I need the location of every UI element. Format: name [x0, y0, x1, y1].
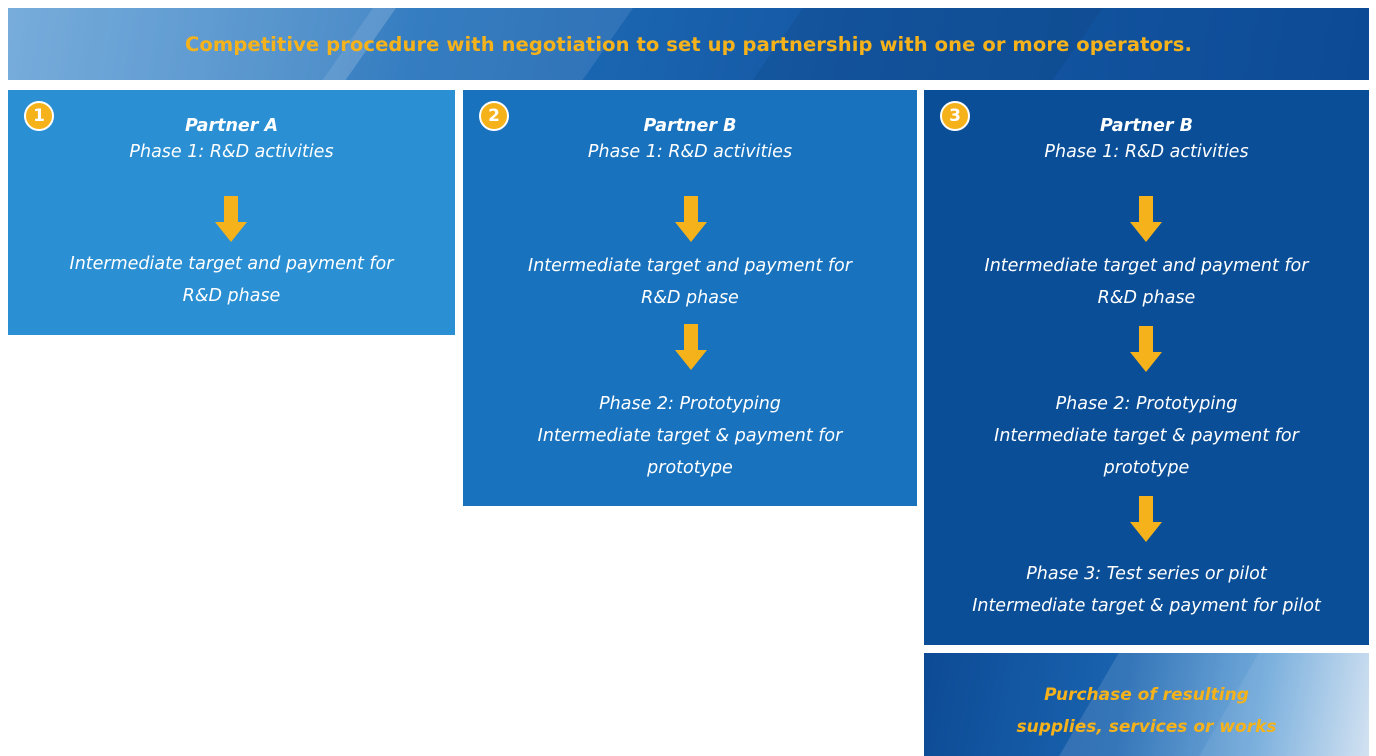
purchase-text: Purchase of resulting supplies, services… [924, 679, 1369, 743]
target1-line1: Intermediate target and payment for [528, 256, 852, 276]
phase2-label: Phase 2: Prototyping [599, 394, 781, 414]
option-column-1: 1 Partner A Phase 1: R&D activities Inte… [8, 90, 455, 335]
option-column-2: 2 Partner B Phase 1: R&D activities Inte… [463, 90, 917, 506]
target2-line1: Intermediate target & payment for [537, 426, 843, 446]
down-arrow-icon [675, 324, 707, 370]
down-arrow-icon [1130, 196, 1162, 242]
partner-label: Partner B [643, 116, 737, 136]
down-arrow-icon [1130, 326, 1162, 372]
down-arrow-icon [215, 196, 247, 242]
purchase-line1: Purchase of resulting [1044, 685, 1249, 705]
phase1-label: Phase 1: R&D activities [1044, 142, 1249, 162]
target2-line2: prototype [647, 458, 733, 478]
down-arrow-icon [1130, 496, 1162, 542]
step-number-badge: 2 [479, 101, 509, 131]
phase1-label: Phase 1: R&D activities [129, 142, 334, 162]
purchase-line2: supplies, services or works [1016, 717, 1277, 737]
phase2-label: Phase 2: Prototyping [1055, 394, 1238, 414]
phase1-label: Phase 1: R&D activities [587, 142, 793, 162]
target2-line2: prototype [1103, 458, 1190, 478]
banner-title: Competitive procedure with negotiation t… [185, 32, 1192, 56]
header-banner: Competitive procedure with negotiation t… [8, 8, 1369, 80]
option-column-3: 3 Partner B Phase 1: R&D activities Inte… [924, 90, 1369, 645]
target1-line1: Intermediate target and payment for [69, 254, 394, 274]
target1-line2: R&D phase [182, 286, 281, 306]
step-number-badge: 3 [940, 101, 970, 131]
purchase-box: Purchase of resulting supplies, services… [924, 653, 1369, 756]
phase3-label: Phase 3: Test series or pilot [1026, 564, 1267, 584]
step-number-badge: 1 [24, 101, 54, 131]
target1-line1: Intermediate target and payment for [984, 256, 1309, 276]
target1-line2: R&D phase [641, 288, 739, 308]
target1-line2: R&D phase [1097, 288, 1196, 308]
down-arrow-icon [675, 196, 707, 242]
partner-label: Partner B [1100, 116, 1193, 136]
target3-line1: Intermediate target & payment for pilot [972, 596, 1321, 616]
partner-label: Partner A [184, 116, 279, 136]
target2-line1: Intermediate target & payment for [994, 426, 1299, 446]
